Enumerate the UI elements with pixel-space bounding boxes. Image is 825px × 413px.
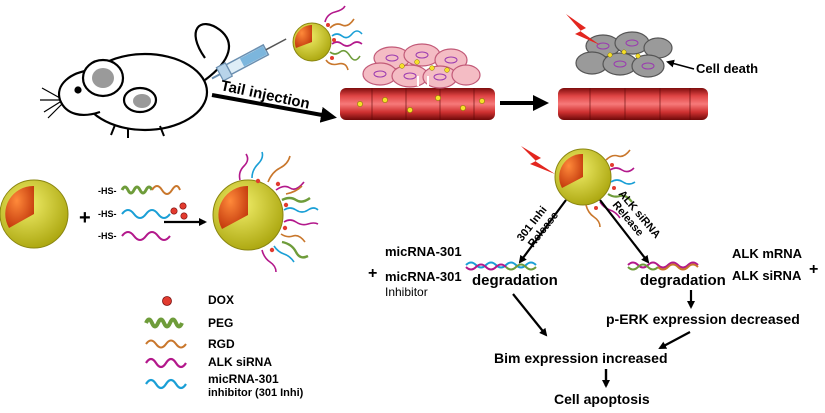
peg-coil-icon xyxy=(144,317,184,329)
legend-alk-sirna-label: ALK siRNA xyxy=(208,355,272,369)
laser-bolt-icon xyxy=(566,14,600,45)
functionalized-nanoparticle-large xyxy=(212,151,319,273)
left-degradation-label: degradation xyxy=(472,272,558,289)
perk-decreased-label: p-ERK expression decreased xyxy=(606,311,800,327)
rgd-wave-icon xyxy=(145,339,187,349)
plus-sign-right: + xyxy=(809,261,818,278)
micrna-301-inhibitor-label-1: micRNA-301 xyxy=(385,269,462,284)
dox-molecules xyxy=(170,202,188,220)
functionalized-nanoparticle-small xyxy=(292,5,363,71)
dead-cell-cluster xyxy=(575,31,673,78)
right-degradation-label: degradation xyxy=(640,272,726,289)
legend-dox-label: DOX xyxy=(208,293,234,307)
alk-sirna-label: ALK siRNA xyxy=(732,268,802,283)
cell-death-pointer xyxy=(666,59,695,70)
legend-inhibitor-label-2: inhibitor (301 Inhi) xyxy=(208,387,304,399)
tail-injection-arrow xyxy=(211,93,337,123)
blood-vessel-tumor xyxy=(340,88,495,120)
left-to-bim-arrow xyxy=(512,293,548,337)
plus-sign-synthesis: + xyxy=(79,207,91,229)
tumor-cell-cluster xyxy=(362,43,481,89)
hs-label-sirna: -HS- xyxy=(98,231,117,241)
functionalized-nanoparticle-center xyxy=(554,148,636,228)
legend-rgd-label: RGD xyxy=(208,337,235,351)
mouse-illustration xyxy=(40,23,230,138)
left-duplex-strands xyxy=(465,261,537,271)
syringe-icon xyxy=(211,38,287,82)
micrna-301-label: micRNA-301 xyxy=(385,244,462,259)
legend-inhibitor-label-1: micRNA-301 xyxy=(208,372,279,386)
tail-injection-label: Tail injection xyxy=(219,77,311,112)
hs-label-inhibitor: -HS- xyxy=(98,209,117,219)
cell-death-label: Cell death xyxy=(696,61,758,76)
inhibitor-wave-icon xyxy=(145,378,187,390)
release-301-arrow xyxy=(518,199,567,264)
release-alk-arrow xyxy=(599,199,650,264)
dox-dot-icon xyxy=(162,296,172,306)
laser-bolt-icon-center xyxy=(521,146,555,174)
alk-mrna-label: ALK mRNA xyxy=(732,246,803,261)
right-duplex-strands xyxy=(627,261,699,271)
legend-peg-label: PEG xyxy=(208,316,233,330)
plus-sign-left: + xyxy=(368,265,377,282)
ligand-strands xyxy=(120,185,181,241)
micrna-301-inhibitor-label-2: Inhibitor xyxy=(385,285,428,299)
perk-to-bim-arrow xyxy=(658,331,691,349)
cell-apoptosis-label: Cell apoptosis xyxy=(554,391,650,407)
hs-label-peg: -HS- xyxy=(98,186,117,196)
alk-sirna-wave-icon xyxy=(145,357,187,369)
legend: DOX PEG RGD ALK siRNA micRNA-301 inhibit… xyxy=(144,293,304,399)
bare-nanoparticle xyxy=(0,179,69,249)
blood-vessel-dead-cells xyxy=(558,88,708,120)
bim-increased-label: Bim expression increased xyxy=(494,350,668,366)
